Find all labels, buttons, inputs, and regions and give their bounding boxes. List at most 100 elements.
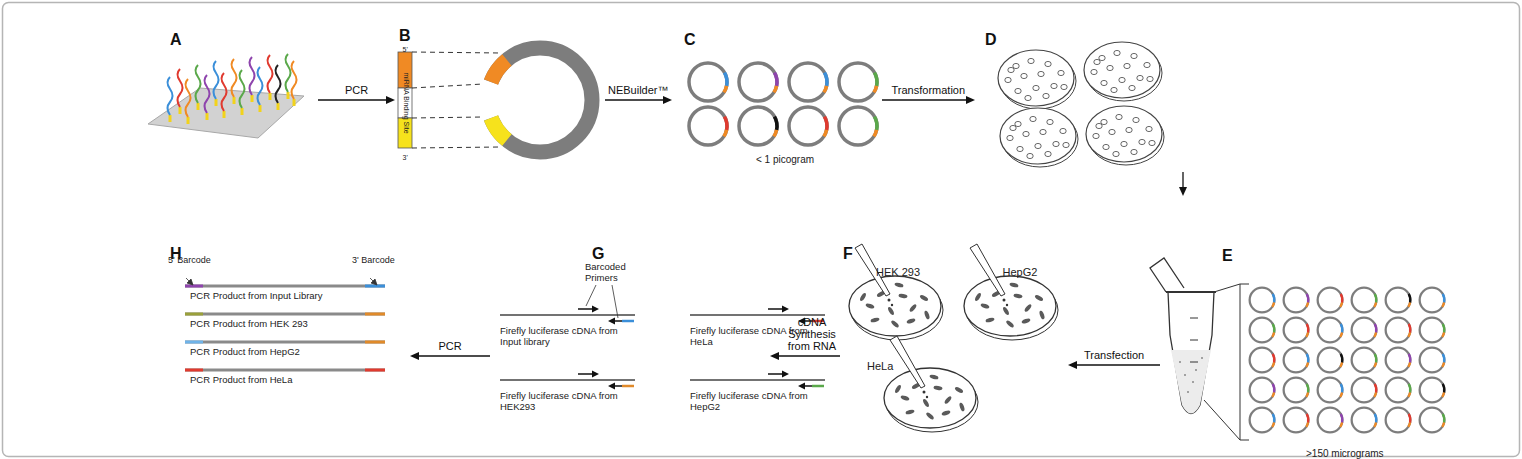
homology-guide [412, 117, 483, 118]
microcentrifuge-tube [1179, 357, 1203, 393]
panel: B [395, 30, 605, 160]
pcr-products [185, 313, 385, 316]
pooled-plasmids [1313, 343, 1347, 377]
bacterial-plates [1000, 108, 1078, 167]
plasmid-library [732, 100, 784, 152]
microarray-slide [205, 75, 210, 120]
pooled-plasmids [1313, 283, 1347, 317]
microcentrifuge-tube [1184, 374, 1186, 376]
plasmid-library [782, 100, 834, 152]
pooled-plasmids [1381, 373, 1415, 407]
construct-label: Firefly luciferase cDNA from HepG2 [690, 391, 810, 413]
amount-label: < 1 picogram [756, 154, 814, 166]
microarray-slide [178, 69, 183, 114]
microcentrifuge-tube [1150, 258, 1184, 292]
panel-letter: B [399, 28, 411, 44]
pcr-products [185, 313, 203, 316]
cell-line-dishes [849, 244, 943, 340]
microarray-slide [286, 54, 291, 99]
product-label: PCR Product from HepG2 [190, 347, 300, 358]
cdna-constructs [690, 371, 825, 390]
pcr-products [185, 369, 385, 372]
pooled-plasmids [1415, 343, 1449, 377]
primer-leader [586, 285, 596, 306]
insert-strip [398, 52, 412, 148]
vector-plasmid [491, 118, 507, 140]
product-label: PCR Product from HEK 293 [190, 319, 308, 330]
arrow-shaft [318, 99, 388, 100]
microarray-slide [214, 61, 219, 106]
strand-end: 3' [403, 154, 408, 162]
arrow-shaft [417, 355, 490, 356]
homology-guide [412, 84, 483, 88]
arrow-shaft [1075, 364, 1160, 365]
product-label: PCR Product from HeLa [190, 375, 292, 386]
plasmid-library [682, 100, 734, 152]
arrow-head [966, 96, 975, 104]
pooled-plasmids [1245, 283, 1279, 317]
amount-label: >150 micrograms [1306, 448, 1384, 459]
primer-leader [612, 285, 618, 318]
arrow-shaft [1182, 172, 1183, 189]
pooled-plasmids [1347, 343, 1381, 377]
pooled-plasmids [1415, 283, 1449, 317]
homology-guide [412, 52, 500, 53]
pooled-plasmids [1313, 403, 1347, 437]
construct-label: Firefly luciferase cDNA from Input libra… [500, 326, 620, 348]
vector-plasmid [488, 48, 592, 152]
flow-arrow [770, 352, 840, 360]
bacterial-plates [1086, 106, 1164, 165]
panel: A [140, 30, 318, 160]
pcr-products [365, 341, 385, 344]
barcode-leader [186, 278, 377, 285]
homology-guide [412, 52, 500, 148]
microcentrifuge-tube [1195, 369, 1197, 371]
microcentrifuge-tube [1150, 258, 1216, 414]
pcr-products [185, 285, 385, 288]
strand-end: 5' [403, 46, 408, 54]
pooled-plasmids [1279, 373, 1313, 407]
step-label: NEBuilder™ [608, 84, 669, 96]
microarray-slide [258, 67, 263, 112]
vector-plasmid [488, 82, 491, 118]
cdna-constructs [500, 371, 635, 390]
panel: E [1160, 196, 1460, 454]
microcentrifuge-tube [1190, 340, 1198, 341]
pooled-plasmids [1313, 373, 1347, 407]
library-bracket [1214, 284, 1240, 292]
microcentrifuge-tube [1168, 292, 1214, 414]
plasmid-library [682, 56, 884, 152]
plasmid-library [832, 100, 884, 152]
pooled-plasmids [1245, 283, 1449, 437]
microcentrifuge-tube [1190, 318, 1198, 319]
arrow-head [386, 96, 395, 104]
pooled-plasmids [1381, 313, 1415, 347]
flow-arrow [318, 96, 395, 104]
figure-frame [3, 3, 1520, 457]
microarray-slide [250, 57, 255, 102]
pooled-plasmids [1313, 313, 1347, 347]
arrow-shaft [777, 355, 840, 356]
pooled-plasmids [1415, 373, 1449, 407]
pooled-plasmids [1381, 403, 1415, 437]
pooled-plasmids [1279, 403, 1313, 437]
barcode-label: 5' Barcode [168, 255, 216, 265]
step-label: PCR [345, 84, 368, 96]
step-label: Transfection [1084, 349, 1144, 361]
bacterial-plates [998, 50, 1076, 109]
microarray-slide [292, 61, 297, 106]
vector-plasmid [488, 48, 592, 152]
cell-line-dishes [964, 244, 1058, 340]
barcode-label: 3' Barcode [352, 255, 400, 265]
pcr-products [185, 369, 203, 372]
pooled-plasmids [1415, 313, 1449, 347]
panel-letter: E [1222, 248, 1233, 264]
panel-letter: G [592, 246, 604, 262]
microcentrifuge-tube [1187, 391, 1189, 393]
pcr-products [185, 286, 385, 370]
microarray-slide [268, 55, 273, 100]
flow-arrow [605, 96, 672, 104]
library-bracket [1204, 400, 1240, 440]
step-label: cDNA Synthesis from RNA [781, 316, 843, 352]
